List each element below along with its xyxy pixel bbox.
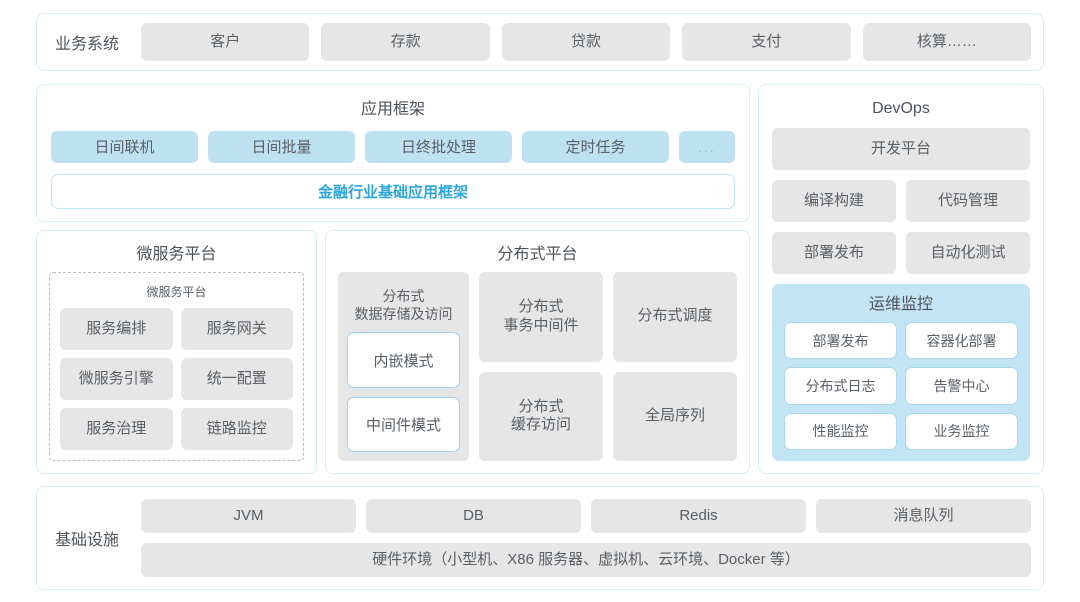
application-framework-title: 应用框架: [360, 101, 425, 118]
infra-chip-db[interactable]: DB: [366, 499, 581, 533]
microservice-platform-dashed-box: 微服务平台 服务编排 服务网关 微服务引擎 统一配置 服务治理 链路监控: [49, 272, 304, 461]
devops-column: DevOps 开发平台 编译构建 代码管理 部署发布 自动化测试 运维监控 部署…: [758, 84, 1044, 474]
infrastructure-row: 基础设施 JVM DB Redis 消息队列 硬件环境（小型机、X86 服务器、…: [36, 486, 1044, 590]
microservice-platform-card: 微服务平台 微服务平台 服务编排 服务网关 微服务引擎 统一配置 服务治理 链路…: [36, 230, 317, 474]
distributed-right-column: 分布式调度 全局序列: [613, 272, 737, 461]
distributed-storage-label-line2: 数据存储及访问: [354, 306, 453, 323]
ops-chip-business-monitoring[interactable]: 业务监控: [905, 412, 1018, 450]
distributed-storage-label-line1: 分布式: [382, 288, 425, 304]
infra-chip-message-queue[interactable]: 消息队列: [816, 499, 1031, 533]
micro-chip-microservice-engine[interactable]: 微服务引擎: [60, 358, 173, 400]
dist-tx-line1: 分布式: [518, 298, 564, 315]
ops-chip-distributed-logging[interactable]: 分布式日志: [784, 367, 897, 405]
devops-chip-compile-build[interactable]: 编译构建: [772, 180, 896, 222]
infrastructure-chips: JVM DB Redis 消息队列: [141, 499, 1031, 533]
microservice-platform-title: 微服务平台: [136, 246, 217, 263]
dist-chip-cache-access[interactable]: 分布式 缓存访问: [479, 371, 603, 461]
dist-tx-line2: 事务中间件: [503, 316, 579, 334]
distributed-middle-column: 分布式 事务中间件 分布式 缓存访问: [479, 272, 603, 461]
ops-chip-performance-monitoring[interactable]: 性能监控: [784, 412, 897, 450]
dist-chip-global-sequence[interactable]: 全局序列: [613, 371, 737, 461]
micro-chip-service-gateway[interactable]: 服务网关: [180, 308, 293, 350]
dist-chip-scheduling[interactable]: 分布式调度: [613, 272, 737, 362]
platform-column: 应用框架 日间联机 日间批量 日终批处理 定时任务 ... 金融行业基础应用框架…: [36, 84, 750, 474]
devops-chip-dev-platform[interactable]: 开发平台: [772, 128, 1030, 170]
appfw-tag-daytime-batch[interactable]: 日间批量: [208, 131, 355, 163]
ops-monitoring-panel: 运维监控 部署发布 容器化部署 分布式日志 告警中心 性能监控 业务监控: [772, 284, 1030, 461]
distributed-platform-body: 分布式 数据存储及访问 内嵌模式 中间件模式 分布式 事务中间件: [338, 272, 737, 461]
devops-title: DevOps: [872, 100, 930, 117]
ops-chip-deploy-release[interactable]: 部署发布: [784, 322, 897, 360]
micro-chip-unified-config[interactable]: 统一配置: [180, 358, 293, 400]
platforms-row: 微服务平台 微服务平台 服务编排 服务网关 微服务引擎 统一配置 服务治理 链路…: [36, 230, 750, 474]
appfw-tag-scheduled-task[interactable]: 定时任务: [522, 131, 669, 163]
financial-base-framework-highlight[interactable]: 金融行业基础应用框架: [51, 173, 735, 209]
infra-chip-redis[interactable]: Redis: [591, 499, 806, 533]
dist-cache-line2: 缓存访问: [510, 416, 571, 434]
devops-chip-deploy-release[interactable]: 部署发布: [772, 232, 896, 274]
distributed-storage-group: 分布式 数据存储及访问 内嵌模式 中间件模式: [338, 272, 469, 461]
infrastructure-label: 基础设施: [55, 532, 120, 549]
distributed-platform-title: 分布式平台: [497, 246, 578, 263]
infra-chip-hardware-environment[interactable]: 硬件环境（小型机、X86 服务器、虚拟机、云环境、Docker 等）: [141, 543, 1031, 577]
application-framework-card: 应用框架 日间联机 日间批量 日终批处理 定时任务 ... 金融行业基础应用框架: [36, 84, 750, 222]
storage-mode-middleware[interactable]: 中间件模式: [347, 396, 460, 452]
ops-monitoring-grid: 部署发布 容器化部署 分布式日志 告警中心 性能监控 业务监控: [784, 322, 1018, 450]
infrastructure-stack: JVM DB Redis 消息队列 硬件环境（小型机、X86 服务器、虚拟机、云…: [141, 499, 1031, 577]
business-systems-label: 业务系统: [55, 36, 120, 53]
storage-mode-embedded[interactable]: 内嵌模式: [347, 332, 460, 388]
ops-chip-alert-center[interactable]: 告警中心: [905, 367, 1018, 405]
microservice-platform-grid: 服务编排 服务网关 微服务引擎 统一配置 服务治理 链路监控: [60, 308, 293, 450]
micro-chip-service-governance[interactable]: 服务治理: [60, 408, 173, 450]
business-chip-deposit[interactable]: 存款: [321, 23, 490, 61]
appfw-tag-more[interactable]: ...: [679, 131, 735, 163]
ops-chip-containerized-deploy[interactable]: 容器化部署: [905, 322, 1018, 360]
devops-card: DevOps 开发平台 编译构建 代码管理 部署发布 自动化测试 运维监控 部署…: [758, 84, 1044, 474]
business-chip-loan[interactable]: 贷款: [501, 23, 671, 61]
microservice-platform-inner-title: 微服务平台: [146, 285, 207, 299]
application-framework-tags: 日间联机 日间批量 日终批处理 定时任务 ...: [51, 131, 735, 163]
business-chip-accounting[interactable]: 核算……: [862, 23, 1032, 61]
devops-row-1: 编译构建 代码管理: [772, 180, 1030, 222]
business-chip-customer[interactable]: 客户: [141, 23, 310, 61]
appfw-tag-daytime-online[interactable]: 日间联机: [51, 131, 198, 163]
distributed-platform-card: 分布式平台 分布式 数据存储及访问 内嵌模式 中间件模式: [325, 230, 750, 474]
business-systems-chips: 客户 存款 贷款 支付 核算……: [141, 23, 1032, 61]
appfw-tag-eod-batch[interactable]: 日终批处理: [365, 131, 512, 163]
micro-chip-trace-monitoring[interactable]: 链路监控: [180, 408, 293, 450]
devops-chip-automated-testing[interactable]: 自动化测试: [906, 232, 1030, 274]
micro-chip-service-orchestration[interactable]: 服务编排: [60, 308, 173, 350]
ops-monitoring-title: 运维监控: [868, 296, 933, 313]
distributed-storage-label: 分布式 数据存储及访问: [347, 287, 460, 323]
middle-section: 应用框架 日间联机 日间批量 日终批处理 定时任务 ... 金融行业基础应用框架…: [36, 84, 1044, 474]
devops-row-2: 部署发布 自动化测试: [772, 232, 1030, 274]
business-systems-row: 业务系统 客户 存款 贷款 支付 核算……: [36, 13, 1044, 71]
dist-chip-transaction-middleware[interactable]: 分布式 事务中间件: [479, 272, 603, 362]
infra-chip-jvm[interactable]: JVM: [141, 499, 356, 533]
dist-cache-line1: 分布式: [518, 397, 564, 415]
business-chip-payment[interactable]: 支付: [682, 23, 851, 61]
devops-chip-code-management[interactable]: 代码管理: [906, 180, 1030, 222]
